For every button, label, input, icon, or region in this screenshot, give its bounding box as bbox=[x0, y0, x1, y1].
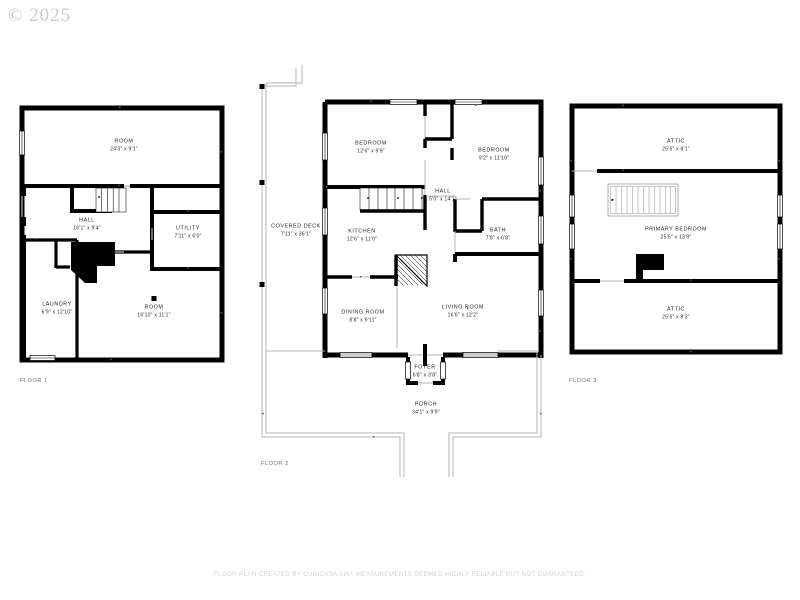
room-dimensions: 7'11" x 36'1" bbox=[280, 231, 312, 238]
room-name: ROOM bbox=[114, 138, 134, 145]
room-dimensions: 34'1" x 9'9" bbox=[412, 409, 440, 416]
footer-disclaimer: FLOOR PLAN CREATED BY CUBICASA APP. MEAS… bbox=[213, 571, 587, 578]
floor-caption-floor-1: FLOOR 1 bbox=[20, 378, 48, 384]
room-name: DINING ROOM bbox=[341, 309, 385, 316]
room-name: LAUNDRY bbox=[42, 301, 72, 308]
floor-caption-floor-3: FLOOR 3 bbox=[569, 378, 597, 384]
floor-3-geometry bbox=[569, 103, 783, 355]
room-name: UTILITY bbox=[176, 225, 200, 232]
room-dimensions: 5'0" x 14'1" bbox=[429, 196, 457, 203]
floor-2-geometry bbox=[259, 65, 544, 477]
room-name: HALL bbox=[79, 217, 95, 224]
room-dimensions: 9'2" x 11'10" bbox=[478, 155, 510, 162]
room-name: LIVING ROOM bbox=[442, 304, 484, 311]
room-dimensions: 8'8" x 9'11" bbox=[349, 317, 377, 324]
floor-1-geometry bbox=[19, 105, 225, 363]
room-name: ROOM bbox=[144, 304, 164, 311]
room-name: BEDROOM bbox=[478, 147, 510, 154]
room-name: PORCH bbox=[414, 401, 438, 408]
room-dimensions: 25'6" x 13'9" bbox=[660, 234, 692, 241]
room-dimensions: 12'6" x 9'9" bbox=[357, 148, 385, 155]
room-dimensions: 7'11" x 6'0" bbox=[174, 233, 202, 240]
room-name: BATH bbox=[489, 227, 507, 234]
copyright-watermark: © 2025 bbox=[8, 5, 72, 26]
room-name: ATTIC bbox=[667, 306, 685, 313]
room-dimensions: 24'3" x 9'1" bbox=[110, 146, 138, 153]
room-dimensions: 6'8" x 3'8" bbox=[412, 372, 438, 379]
room-dimensions: 25'6" x 8'3" bbox=[662, 314, 690, 321]
room-dimensions: 6'9" x 12'10" bbox=[41, 309, 73, 316]
room-name: BEDROOM bbox=[355, 140, 387, 147]
room-name: ATTIC bbox=[667, 138, 685, 145]
room-dimensions: 12'6" x 11'0" bbox=[346, 236, 378, 243]
room-name: KITCHEN bbox=[348, 228, 376, 235]
room-dimensions: 25'6" x 8'1" bbox=[662, 146, 690, 153]
room-dimensions: 16'10" x 11'1" bbox=[137, 312, 171, 319]
room-dimensions: 16'6" x 12'2" bbox=[447, 312, 479, 319]
room-dimensions: 7'8" x 6'8" bbox=[485, 235, 511, 242]
room-name: HALL bbox=[435, 188, 451, 195]
room-name: FOYER bbox=[414, 364, 436, 371]
room-dimensions: 16'1" x 9'4" bbox=[73, 225, 101, 232]
floor-caption-floor-2: FLOOR 2 bbox=[261, 461, 289, 467]
room-name: COVERED DECK bbox=[271, 223, 321, 230]
room-name: PRIMARY BEDROOM bbox=[645, 226, 707, 233]
